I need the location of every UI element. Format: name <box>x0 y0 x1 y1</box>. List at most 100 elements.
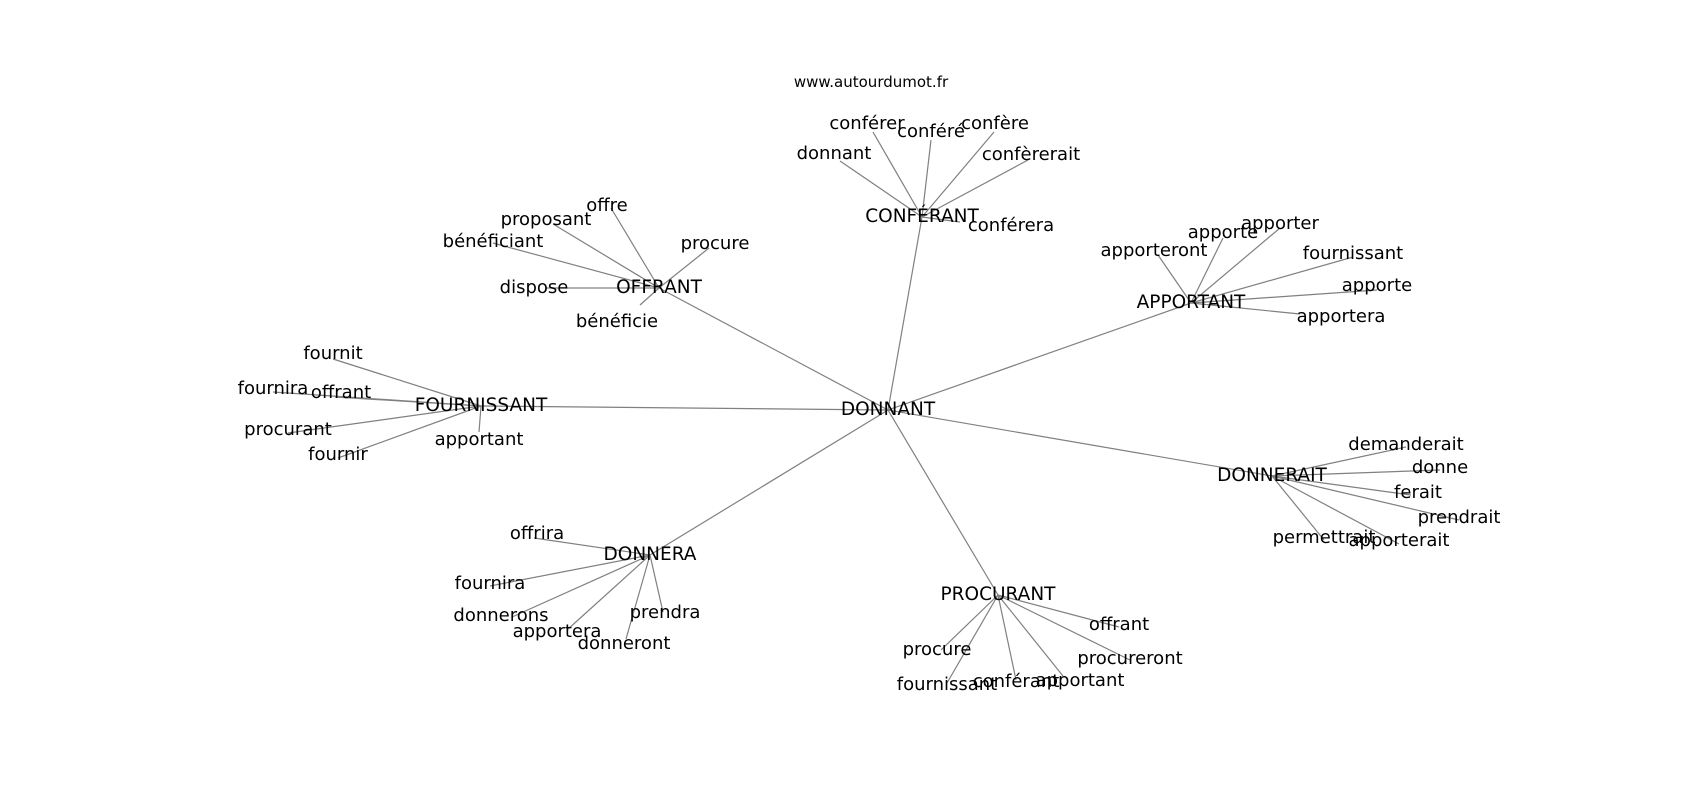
edge-hub-to-leaf <box>921 139 932 218</box>
edge-hub-to-leaf <box>658 247 710 289</box>
edge-hub-to-leaf <box>921 216 961 223</box>
edge-hub-to-leaf <box>997 594 1131 661</box>
leaf-word-label: conférer <box>829 113 905 134</box>
leaf-word-label: apportant <box>435 429 524 450</box>
edge-hub-to-leaf <box>921 159 1029 218</box>
edge-center-to-hub <box>649 409 889 556</box>
leaf-word-label: procure <box>903 639 972 660</box>
hub-word-label: DONNERAIT <box>1217 465 1327 486</box>
edge-hub-to-leaf <box>287 405 482 434</box>
edge-hub-to-leaf <box>1190 302 1301 315</box>
edge-hub-to-leaf <box>1271 475 1400 545</box>
leaf-word-label: conférera <box>968 215 1054 236</box>
edge-hub-to-leaf <box>334 396 482 407</box>
edge-hub-to-leaf <box>1190 289 1378 304</box>
edge-hub-to-leaf <box>997 594 1120 628</box>
leaf-word-label: prendrait <box>1418 507 1501 528</box>
edge-center-to-hub <box>887 409 1273 477</box>
hub-word-label: CONFÉRANT <box>865 205 979 227</box>
leaf-word-label: procure <box>681 233 750 254</box>
leaf-word-label: procureront <box>1077 648 1182 669</box>
leaf-word-label: confère <box>961 113 1029 134</box>
hub-word-label: APPORTANT <box>1137 292 1246 313</box>
leaf-word-label: fournira <box>455 573 526 594</box>
edge-hub-to-leaf <box>566 554 651 631</box>
leaf-word-label: donnerons <box>453 605 548 626</box>
edge-hub-to-leaf <box>511 554 651 618</box>
leaf-word-label: fournir <box>308 444 368 465</box>
edge-hub-to-leaf <box>921 131 995 218</box>
leaf-word-label: offrant <box>311 382 371 403</box>
leaf-word-label: fournit <box>303 343 362 364</box>
edge-hub-to-leaf <box>639 287 660 306</box>
edge-hub-to-leaf <box>533 537 651 556</box>
leaf-word-label: donneront <box>578 633 671 654</box>
leaf-word-label: fournira <box>238 378 309 399</box>
edge-hub-to-leaf <box>1271 475 1325 541</box>
edge-hub-to-leaf <box>946 594 999 684</box>
leaf-word-label: dispose <box>500 277 569 298</box>
edge-hub-to-leaf <box>1190 237 1224 304</box>
leaf-word-label: donne <box>1412 457 1468 478</box>
leaf-word-label: conféré <box>897 121 965 142</box>
leaf-word-label: offre <box>586 195 628 216</box>
edge-hub-to-leaf <box>1271 469 1441 477</box>
leaf-word-label: conférant <box>973 671 1060 692</box>
leaf-word-label: bénéficie <box>576 311 658 332</box>
source-watermark: www.autourdumot.fr <box>793 73 949 91</box>
leaf-word-label: fournissant <box>897 674 998 695</box>
leaf-word-label: apporteront <box>1101 240 1208 261</box>
edge-hub-to-leaf <box>1271 475 1412 496</box>
leaf-word-label: offrira <box>510 523 564 544</box>
edge-center-to-hub <box>887 409 999 596</box>
edge-hub-to-leaf <box>492 242 660 289</box>
edge-hub-to-leaf <box>997 594 1064 677</box>
edge-hub-to-leaf <box>839 160 923 218</box>
edge-hub-to-leaf <box>625 554 651 640</box>
edge-hub-to-leaf <box>1271 446 1407 477</box>
hub-word-label: FOURNISSANT <box>415 395 548 416</box>
leaf-word-label: bénéficiant <box>443 231 544 252</box>
leaf-word-label: apporter <box>1241 213 1319 234</box>
leaf-word-label: confèrerait <box>982 144 1080 165</box>
edge-hub-to-leaf <box>332 358 482 407</box>
leaf-word-label: fournissant <box>1303 243 1404 264</box>
leaf-word-label: apportera <box>1297 306 1386 327</box>
edge-hub-to-leaf <box>552 223 660 289</box>
hub-word-label: PROCURANT <box>941 584 1057 605</box>
leaf-word-label: apportera <box>513 621 602 642</box>
leaf-word-label: ferait <box>1394 482 1442 503</box>
leaf-word-label: offrant <box>1089 614 1149 635</box>
edge-hub-to-leaf <box>1271 475 1460 521</box>
edge-center-to-hub <box>658 287 889 411</box>
leaf-word-label: permettrait <box>1273 527 1376 548</box>
leaf-word-label: apporte <box>1342 275 1412 296</box>
leaf-word-label: prendra <box>630 602 701 623</box>
leaf-word-label: proposant <box>501 209 592 230</box>
edge-hub-to-leaf <box>1190 256 1354 304</box>
leaf-word-label: apportant <box>1036 670 1125 691</box>
leaf-word-label: donnant <box>797 143 872 164</box>
leaf-word-label: apporterait <box>1349 530 1450 551</box>
edge-hub-to-leaf <box>649 554 664 613</box>
edge-hub-to-leaf <box>997 594 1017 681</box>
leaf-word-label: apporte <box>1188 222 1258 243</box>
edge-hub-to-leaf <box>337 405 482 459</box>
hub-word-label: OFFRANT <box>616 277 702 298</box>
edge-hub-to-leaf <box>872 131 923 218</box>
edge-center-to-hub <box>887 216 923 411</box>
edge-hub-to-leaf <box>610 207 660 289</box>
edge-hub-to-leaf <box>1190 227 1281 304</box>
edges-layer <box>272 131 1460 684</box>
edge-hub-to-leaf <box>940 594 999 651</box>
edge-hub-to-leaf <box>489 554 651 587</box>
edge-hub-to-leaf <box>1157 254 1192 304</box>
leaf-word-label: demanderait <box>1348 434 1463 455</box>
leaf-word-label: procurant <box>244 419 332 440</box>
center-word-label: DONNANT <box>841 399 936 420</box>
hub-word-label: DONNERA <box>604 544 697 565</box>
edge-center-to-hub <box>480 405 889 411</box>
edge-center-to-hub <box>887 302 1192 411</box>
